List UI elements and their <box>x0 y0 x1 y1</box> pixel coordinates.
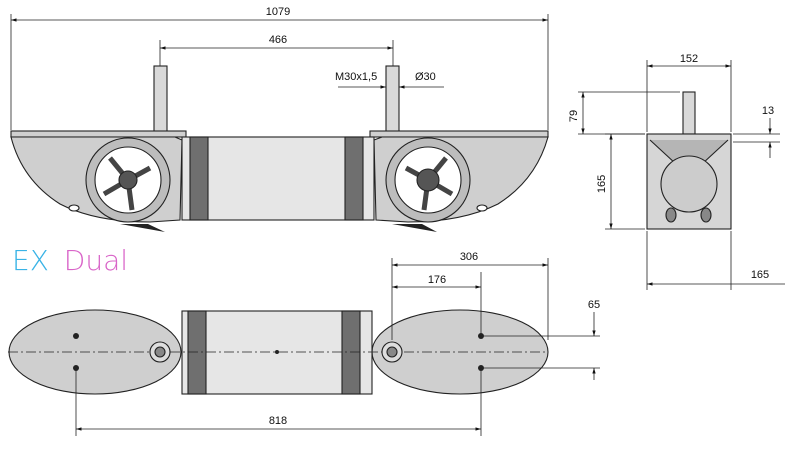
dim-466: 466 <box>159 34 394 66</box>
product-title-ex: EX <box>12 244 49 277</box>
dim-165-horizontal: 165 <box>646 231 785 290</box>
dim-152-label: 152 <box>680 53 698 65</box>
center-tube <box>181 136 375 221</box>
dim-306: 306 <box>391 251 549 340</box>
right-clamp <box>344 136 364 221</box>
dim-thread: M30x1,5 Ø30 <box>335 71 444 89</box>
dim-818-label: 818 <box>269 415 287 427</box>
product-title: EX Dual <box>12 244 128 277</box>
dim-818: 818 <box>75 370 482 436</box>
dim-65-label: 65 <box>588 299 600 311</box>
dim-165-vertical: 165 <box>596 133 645 230</box>
dim-306-label: 306 <box>460 251 478 263</box>
dim-79-label: 79 <box>568 110 580 122</box>
dim-79: 79 <box>568 91 680 135</box>
product-title-dual: Dual <box>64 244 128 277</box>
dim-1079-label: 1079 <box>266 6 290 18</box>
dim-176: 176 <box>392 272 482 334</box>
side-view <box>646 91 732 230</box>
dim-152: 152 <box>646 53 732 132</box>
dim-65: 65 <box>484 299 600 380</box>
left-flange <box>10 130 187 138</box>
right-shaft <box>385 65 400 133</box>
dim-165v-label: 165 <box>596 175 608 193</box>
front-view <box>10 65 549 232</box>
diameter-label: Ø30 <box>415 71 436 83</box>
dim-176-label: 176 <box>428 274 446 286</box>
right-flange <box>369 130 549 138</box>
dim-1079: 1079 <box>10 6 549 130</box>
left-shaft <box>153 65 168 133</box>
dim-466-label: 466 <box>269 34 287 46</box>
right-propeller <box>385 137 471 223</box>
left-clamp <box>189 136 209 221</box>
dim-13: 13 <box>733 105 780 158</box>
top-view <box>8 309 549 395</box>
thread-label: M30x1,5 <box>335 71 377 83</box>
dim-165h-label: 165 <box>751 269 769 281</box>
dim-13-label: 13 <box>762 105 774 117</box>
left-propeller <box>85 137 171 223</box>
